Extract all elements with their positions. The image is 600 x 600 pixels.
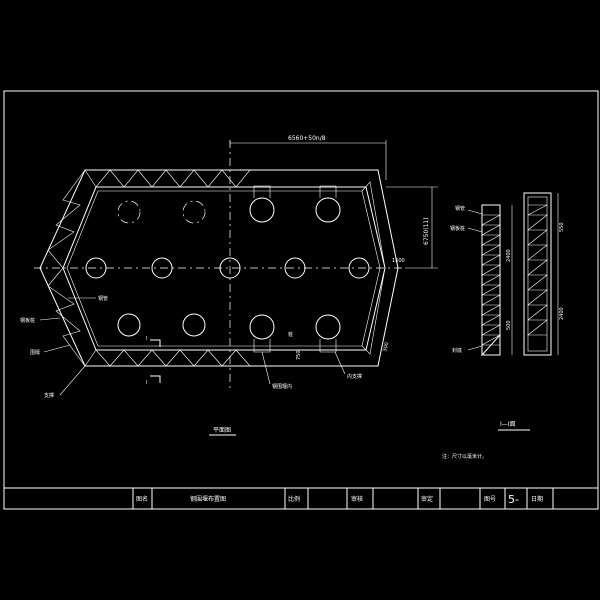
label-left-bottom: 支撑 <box>44 392 54 399</box>
label-bottom-center: 钢围堰内 <box>272 383 292 390</box>
pile <box>117 313 141 337</box>
label-left-mid: 钢板桩 <box>20 317 35 324</box>
title-block: 图名 钢围堰布置图 比例 审核 审定 图号 5- 日期 <box>3 487 599 510</box>
section-label-top: 钢管 <box>455 205 465 212</box>
section-title: Ⅰ—Ⅰ面 <box>500 421 516 428</box>
label-left-upper: 钢管 <box>98 295 108 302</box>
tb-date-label: 日期 <box>531 495 543 503</box>
tb-drawing-name-label: 图名 <box>136 495 148 503</box>
left-upper-truss <box>47 169 86 269</box>
label-left-lower: 围檩 <box>30 349 40 356</box>
left-lower-truss <box>47 267 86 367</box>
section-elevation <box>523 192 552 356</box>
tb-scale-label: 比例 <box>288 495 300 503</box>
pile <box>348 257 370 279</box>
tb-drawing-name: 钢围堰布置图 <box>190 495 226 503</box>
pile-bracket <box>319 339 337 353</box>
pile-bracket <box>253 185 271 198</box>
drawing-border <box>3 90 599 510</box>
label-pile-note: 桩 <box>288 331 293 338</box>
right-lower-wall <box>361 267 386 355</box>
pile-bracket <box>319 185 337 198</box>
general-note: 注：尺寸以毫米计。 <box>442 453 487 460</box>
pile <box>85 257 107 279</box>
pile <box>315 197 341 223</box>
top-dimension-text: 6560+50n/8 <box>288 135 326 142</box>
cofferdam-inner-outline <box>62 186 386 351</box>
section-base <box>480 333 501 356</box>
label-bottom-right: 内支撑 <box>347 373 362 380</box>
pile <box>284 257 306 279</box>
pile <box>151 257 173 279</box>
section-dim-a: 2400 <box>506 249 512 262</box>
right-dimension-text: 6750(11) <box>423 217 430 245</box>
tb-review-label: 审核 <box>351 495 363 503</box>
section-mark-bottom-label: Ⅰ <box>146 380 147 386</box>
plan-view: 6560+50n/8 6750(11) 1500 300 750 Ⅰ Ⅰ 钢管 … <box>20 135 438 436</box>
inner-dimension-text: 750 <box>296 350 302 360</box>
pile <box>315 314 341 340</box>
tb-approve-label: 审定 <box>421 495 433 503</box>
pile <box>182 313 206 337</box>
section-mark-top-label: Ⅰ <box>146 336 147 342</box>
top-truss <box>84 169 251 188</box>
right-upper-wall <box>361 181 386 269</box>
section-dim-d: 2400 <box>559 307 565 320</box>
plan-title: 平面图 <box>213 427 231 434</box>
section-mark-top <box>150 339 161 347</box>
section-dim-c: 550 <box>559 222 565 232</box>
section-label-bottom: 封底 <box>452 347 462 354</box>
cofferdam-wall-line <box>66 190 381 347</box>
section-mark-bottom <box>150 375 161 383</box>
tb-number: 5- <box>508 493 519 506</box>
section-dim-b: 500 <box>506 320 512 330</box>
pile <box>182 200 206 224</box>
section-label-mid: 钢板桩 <box>450 225 465 232</box>
pile <box>219 257 241 279</box>
pile <box>117 200 141 224</box>
pile <box>249 197 275 223</box>
pile <box>249 314 275 340</box>
corner-dimension-text: 300 <box>382 342 390 353</box>
small-dimension-text: 1500 <box>392 258 405 264</box>
section-view: 钢管 钢板桩 封底 2400 500 550 2400 Ⅰ—Ⅰ面 注：尺寸以毫米… <box>442 192 565 460</box>
bottom-truss <box>84 349 251 367</box>
tb-number-label: 图号 <box>484 496 496 503</box>
